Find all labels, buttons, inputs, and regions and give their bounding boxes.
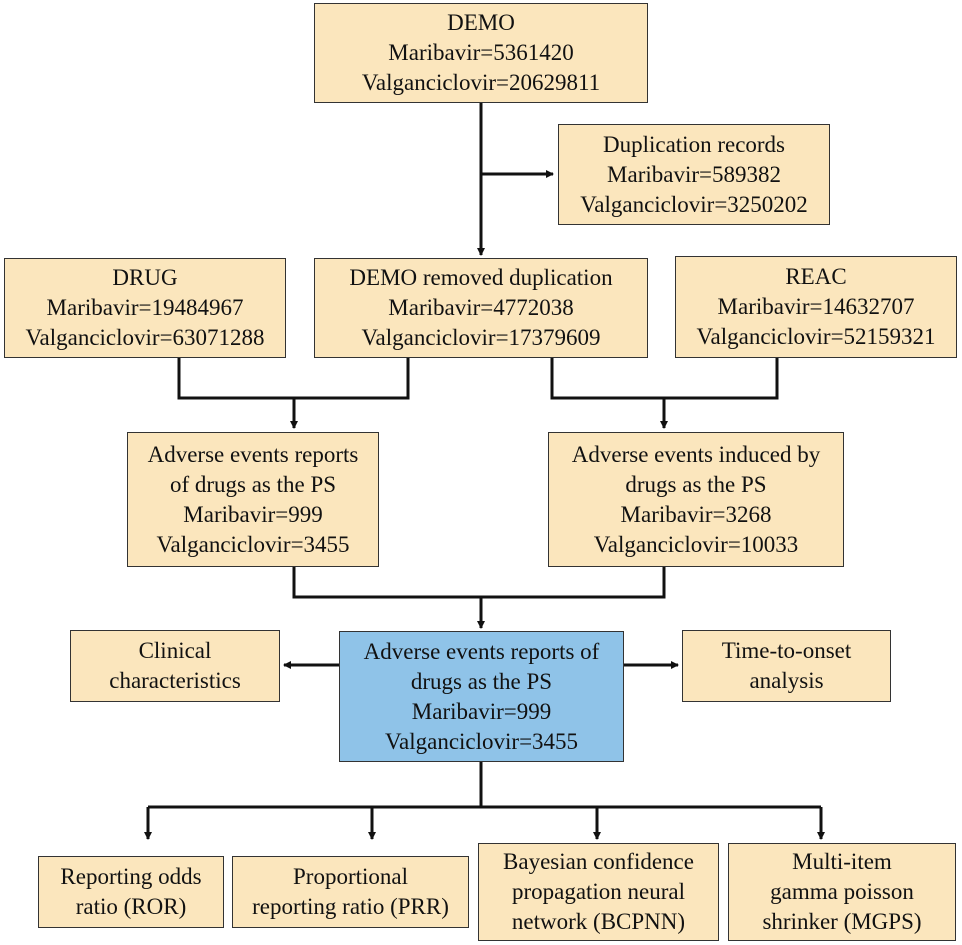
join-demo-reac [550,358,779,400]
prr-line-2: reporting ratio (PRR) [252,894,449,919]
reac-maribavir: Maribavir=14632707 [717,294,915,319]
bcpnn-line-1: Bayesian confidence [503,849,694,874]
join-drug-demo [177,358,410,400]
ror-line-2: ratio (ROR) [75,894,187,919]
ae-reports-box: Adverse events reports of drugs as the P… [127,432,379,567]
ror-line-1: Reporting odds [60,864,202,889]
reac-title: REAC [785,264,847,289]
ae-reports-line-1: Adverse events reports [147,441,359,467]
demo-title: DEMO [447,10,515,35]
ror-box: Reporting odds ratio (ROR) [38,856,224,928]
demo-removed-maribavir: Maribavir=4772038 [388,295,574,320]
ae-induced-valganciclovir: Valganciclovir=10033 [593,531,799,557]
duplication-title: Duplication records [602,131,786,157]
final-line-1: Adverse events reports of [363,638,600,664]
ae-reports-line-2: of drugs as the PS [169,471,337,497]
demo-removed-box: DEMO removed duplication Maribavir=47720… [314,258,648,358]
ae-induced-line-1: Adverse events induced by [571,441,821,467]
mgps-line-1: Multi-item [792,849,892,874]
duplication-box: Duplication records Maribavir=589382 Val… [558,124,830,225]
drug-title: DRUG [112,265,178,290]
demo-maribavir: Maribavir=5361420 [388,40,574,65]
duplication-valganciclovir: Valganciclovir=3250202 [580,191,808,217]
final-maribavir: Maribavir=999 [411,698,552,724]
demo-valganciclovir: Valganciclovir=20629811 [361,70,601,95]
time-onset-box: Time-to-onset analysis [682,630,891,702]
prr-line-1: Proportional [293,864,408,889]
ae-reports-valganciclovir: Valganciclovir=3455 [156,531,350,557]
drug-maribavir: Maribavir=19484967 [46,295,244,320]
prr-box: Proportional reporting ratio (PRR) [232,856,469,928]
clinical-line-2: characteristics [109,668,241,693]
join-ae [292,567,666,599]
bcpnn-line-2: propagation neural [511,879,686,904]
bcpnn-box: Bayesian confidence propagation neural n… [478,843,719,941]
reac-box: REAC Maribavir=14632707 Valganciclovir=5… [675,256,957,358]
final-ae-reports-box: Adverse events reports of drugs as the P… [339,631,624,762]
ae-induced-box: Adverse events induced by drugs as the P… [548,432,844,567]
bcpnn-line-3: network (BCPNN) [511,909,686,934]
clinical-line-1: Clinical [138,638,212,663]
drug-box: DRUG Maribavir=19484967 Valganciclovir=6… [4,258,286,358]
ae-induced-line-2: drugs as the PS [625,471,767,497]
demo-removed-valganciclovir: Valganciclovir=17379609 [361,325,601,350]
time-onset-line-2: analysis [749,668,824,693]
mgps-line-2: gamma poisson [770,879,914,904]
duplication-maribavir: Maribavir=589382 [607,161,781,187]
demo-box: DEMO Maribavir=5361420 Valganciclovir=20… [314,3,648,103]
final-valganciclovir: Valganciclovir=3455 [384,728,579,754]
mgps-box: Multi-item gamma poisson shrinker (MGPS) [728,843,956,941]
demo-removed-title: DEMO removed duplication [349,265,613,290]
ae-induced-maribavir: Maribavir=3268 [620,501,772,527]
clinical-box: Clinical characteristics [70,630,280,702]
reac-valganciclovir: Valganciclovir=52159321 [696,324,936,349]
final-line-2: drugs as the PS [410,668,553,694]
time-onset-line-1: Time-to-onset [721,638,852,663]
mgps-line-3: shrinker (MGPS) [762,909,922,934]
ae-reports-maribavir: Maribavir=999 [183,501,323,527]
drug-valganciclovir: Valganciclovir=63071288 [25,325,265,350]
